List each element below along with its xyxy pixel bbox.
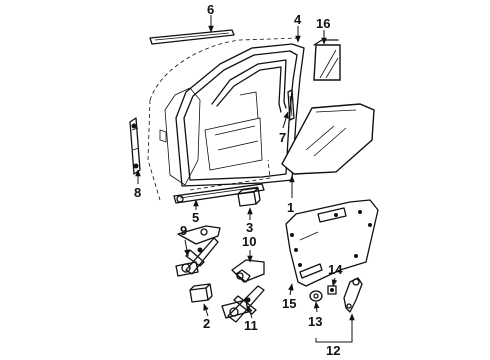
callout-2: 2	[203, 316, 210, 331]
lower-belt-strip	[173, 183, 265, 204]
callout-16: 16	[316, 16, 330, 31]
washer-escutcheon	[309, 285, 337, 302]
callout-4: 4	[294, 12, 302, 27]
callout-9: 9	[180, 223, 187, 238]
leader-lines	[135, 15, 355, 343]
front-window-regulator	[175, 225, 221, 277]
callout-14: 14	[328, 262, 343, 277]
callout-5: 5	[192, 210, 199, 225]
callout-15: 15	[282, 296, 296, 311]
lower-motor-block	[189, 283, 213, 303]
callout-8: 8	[134, 185, 141, 200]
stationary-vent-glass	[313, 39, 341, 81]
rear-channel-bracket	[129, 117, 141, 175]
rear-window-regulator	[221, 259, 265, 323]
callouts: 1 2 3 4 5 6 7 8 9 10 11 12 13 14 15 16	[134, 2, 343, 358]
callout-11: 11	[244, 318, 258, 333]
door-trim-panel	[285, 199, 379, 287]
window-crank-handle	[343, 277, 363, 313]
callout-7: 7	[279, 130, 286, 145]
door-glass	[281, 103, 375, 175]
callout-10: 10	[242, 234, 256, 249]
door-shell	[147, 37, 301, 201]
callout-6: 6	[207, 2, 214, 17]
callout-3: 3	[246, 220, 253, 235]
upper-belt-molding	[149, 29, 235, 45]
window-frame-weatherstrip	[175, 43, 305, 187]
callout-13: 13	[308, 314, 322, 329]
callout-12: 12	[326, 343, 340, 358]
motor-block	[237, 187, 261, 207]
callout-1: 1	[287, 200, 294, 215]
division-channel	[287, 89, 295, 121]
